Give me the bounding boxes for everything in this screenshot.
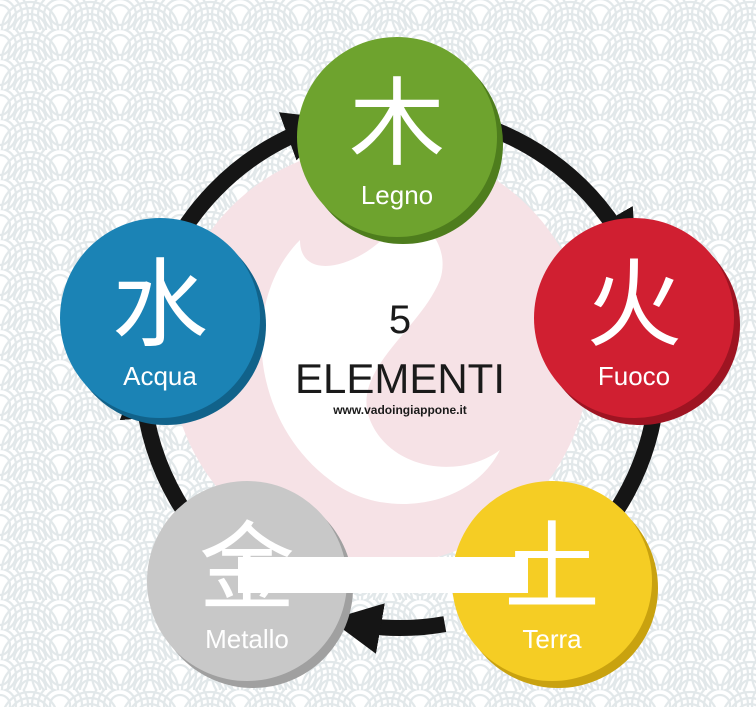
center-swirl [261,215,500,504]
center-title: ELEMENTI [295,355,505,402]
redaction-bar [238,557,528,593]
element-name: Acqua [123,361,197,391]
element-name: Metallo [205,624,289,654]
element-name: Legno [361,180,433,210]
node-circle [534,218,734,418]
element-kanji: 火 [586,252,682,359]
element-name: Terra [522,624,582,654]
cycle-arrow [329,603,447,654]
element-name: Fuoco [598,361,670,391]
element-kanji: 木 [349,71,445,178]
center-number: 5 [389,298,411,342]
center-url: www.vadoingiappone.it [332,403,467,417]
node-circle [60,218,260,418]
node-circle [452,481,652,681]
element-kanji: 水 [112,252,208,359]
node-circle [297,37,497,237]
